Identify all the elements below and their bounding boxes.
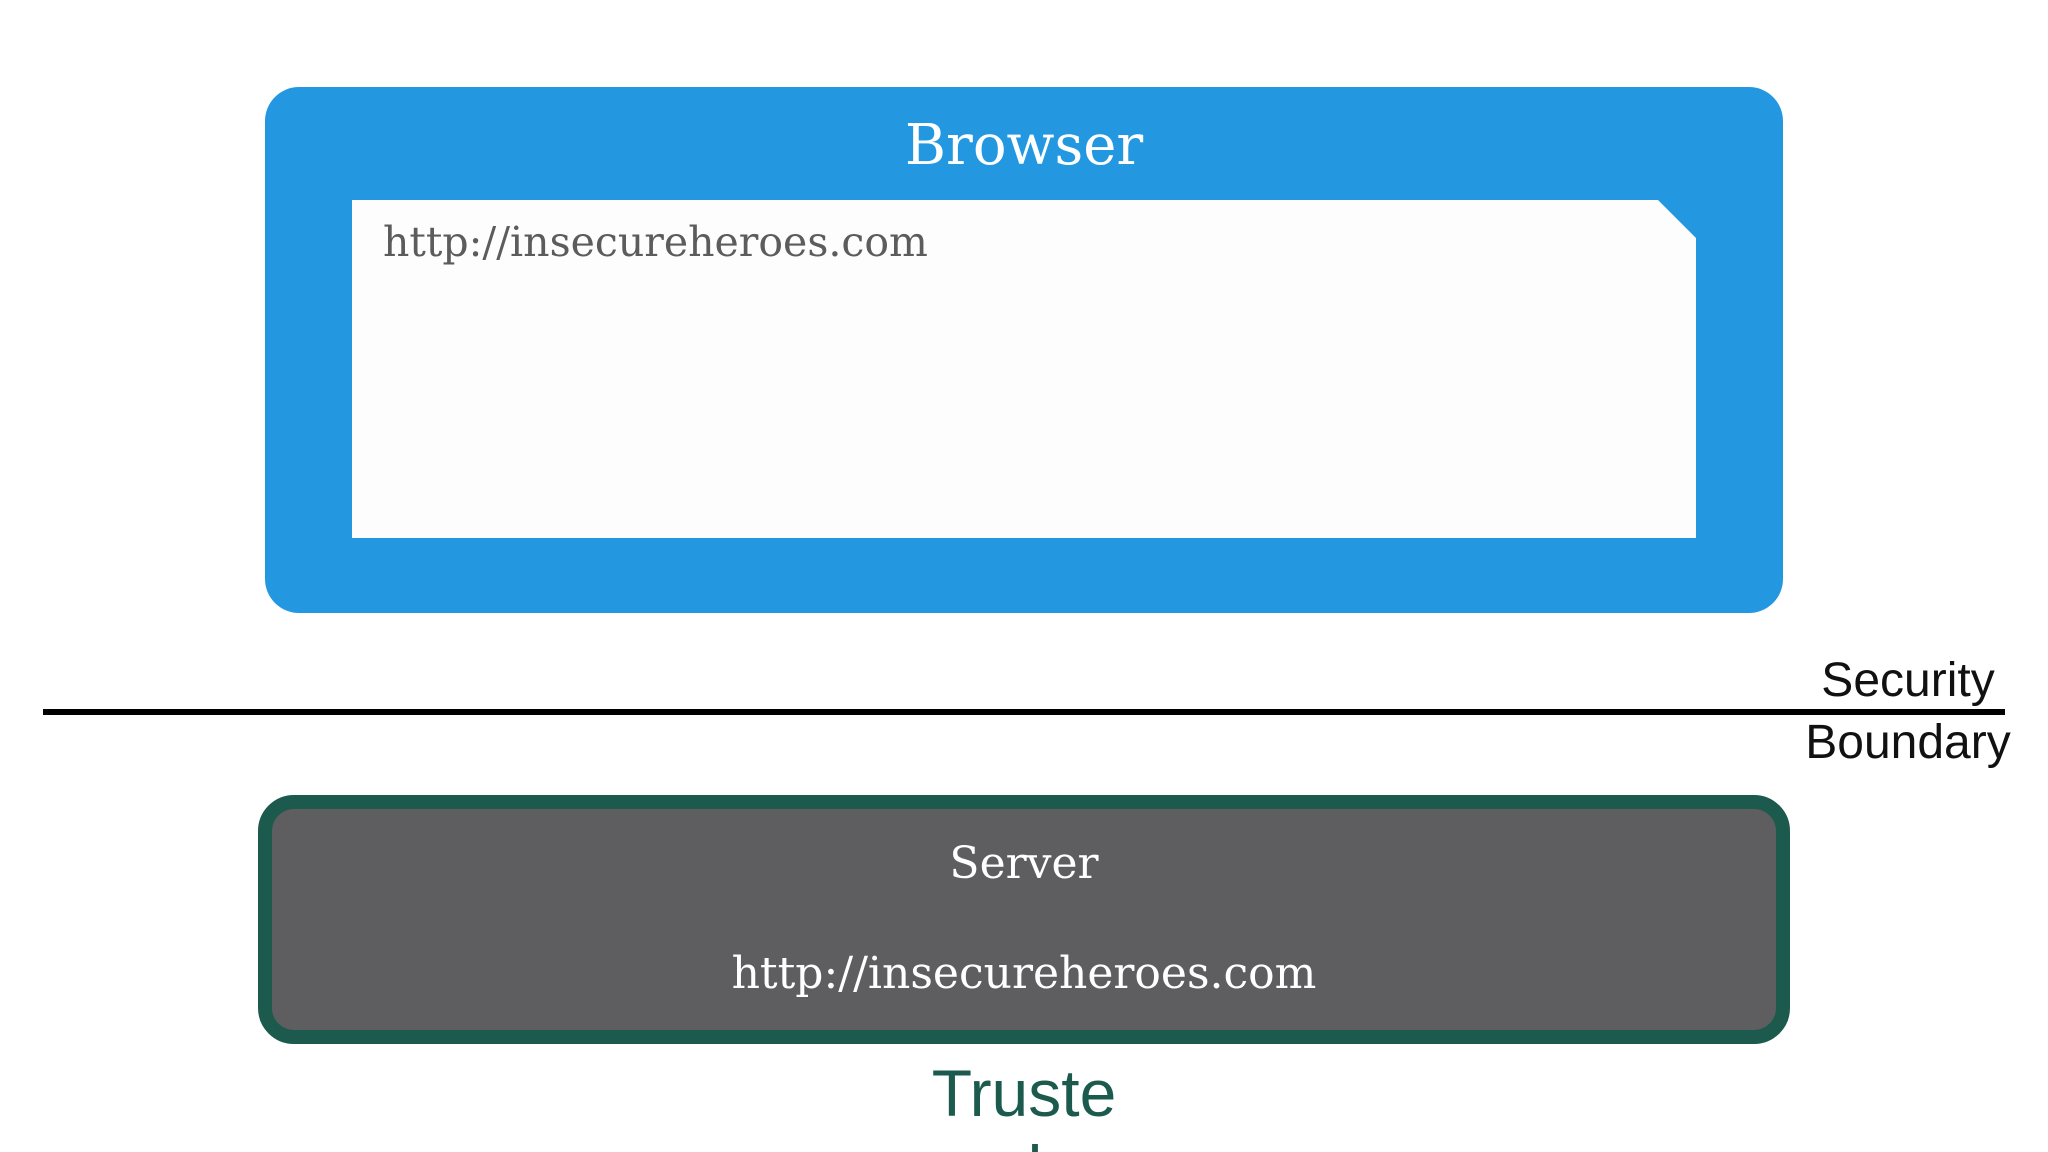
trusted-label: Truste d: [0, 1055, 2048, 1152]
trusted-label-line-2: d: [0, 1131, 2048, 1152]
security-boundary-label: Security Boundary: [1780, 650, 2036, 774]
server-title: Server: [949, 838, 1099, 889]
security-boundary-line: [43, 709, 2005, 715]
browser-title: Browser: [904, 113, 1144, 178]
browser-url-text: http://insecureheroes.com: [383, 218, 928, 266]
boundary-label-line-2: Boundary: [1805, 716, 2011, 769]
trusted-label-line-1: Truste: [931, 1056, 1117, 1130]
browser-page-area: [352, 200, 1696, 538]
server-url-text: http://insecureheroes.com: [731, 948, 1317, 999]
boundary-label-line-1: Security: [1821, 654, 1995, 707]
server-box: [258, 795, 1790, 1044]
